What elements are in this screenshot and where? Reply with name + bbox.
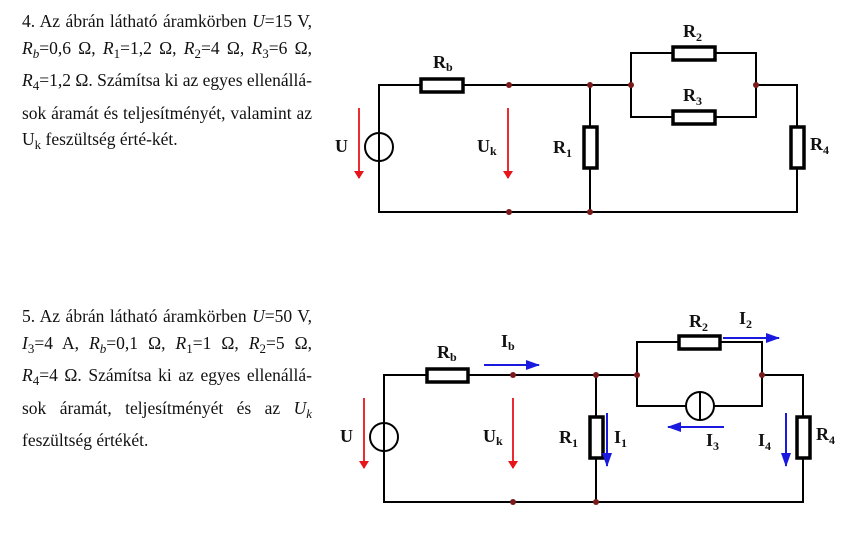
node <box>506 82 512 88</box>
label-i3: I3 <box>706 430 719 453</box>
label-uk: Uk <box>477 136 497 158</box>
label-u: U <box>340 426 353 446</box>
resistor-rb <box>419 77 465 94</box>
resistor-r1 <box>588 415 605 460</box>
node <box>753 82 759 88</box>
resistor-r3 <box>671 109 717 126</box>
resistor-r4 <box>789 125 806 170</box>
param-r4: R4=1,2 Ω. <box>22 70 93 93</box>
param-r1: R1=1,2 Ω, <box>102 37 177 61</box>
label-rb: Rb <box>437 342 457 364</box>
circuit-5: U Uk Rb Ib R1 I1 R2 I2 I3 I4 R4 <box>340 308 835 505</box>
task-text-end: feszültség érté-két. <box>45 129 178 149</box>
param-r3: R3=6 Ω, <box>251 37 313 61</box>
label-u: U <box>335 136 348 156</box>
resistor-r1 <box>582 125 599 170</box>
problem-intro: Az ábrán látható áramkörben <box>39 11 247 31</box>
label-r4: R4 <box>810 134 829 157</box>
resistor-r4 <box>795 415 812 460</box>
param-i3: I3=4 A, <box>22 332 80 356</box>
label-r2: R2 <box>683 21 702 44</box>
problem-number: 4. <box>22 11 36 31</box>
label-i2: I2 <box>739 308 752 331</box>
current-source-i3 <box>685 391 715 421</box>
resistor-r2 <box>677 334 722 351</box>
task-text: Számítsa ki az egyes ellenállá-sok áramá… <box>22 365 313 418</box>
label-i4: I4 <box>758 430 771 453</box>
node <box>593 499 599 505</box>
task-text: Számítsa ki az egyes ellenállá-sok áramá… <box>22 70 313 123</box>
node <box>759 372 765 378</box>
label-r4: R4 <box>816 424 835 447</box>
label-ib: Ib <box>501 331 515 353</box>
label-r1: R1 <box>553 137 572 160</box>
label-uk: Uk <box>483 426 503 448</box>
task-text-end: feszültség értékét. <box>22 430 149 450</box>
node <box>587 209 593 215</box>
param-u: U=50 V, <box>252 306 312 326</box>
node <box>634 372 640 378</box>
node <box>593 372 599 378</box>
param-r2: R2=5 Ω, <box>248 332 313 356</box>
circuit-4: U Uk Rb R1 R2 R3 R4 <box>335 21 829 215</box>
resistor-r2 <box>671 45 717 62</box>
param-rb: Rb=0,6 Ω, <box>22 37 96 61</box>
node <box>510 499 516 505</box>
problem-5-text: 5. Az ábrán látható áramkörben U=50 V, I… <box>22 303 312 454</box>
label-rb: Rb <box>433 52 453 74</box>
node <box>510 372 516 378</box>
problem-intro: Az ábrán látható áramkörben <box>39 306 247 326</box>
param-rb: Rb=0,1 Ω, <box>89 332 166 356</box>
param-r1: R1=1 Ω, <box>175 332 239 356</box>
label-r3: R3 <box>683 85 702 108</box>
uk-symbol: Uk <box>293 397 312 421</box>
param-u: U=15 V, <box>252 11 312 31</box>
node <box>628 82 634 88</box>
voltage-source-u <box>364 132 394 162</box>
param-r2: R2=4 Ω, <box>183 37 245 61</box>
label-r2: R2 <box>689 311 708 334</box>
problem-4-text: 4. Az ábrán látható áramkörben U=15 V, R… <box>22 8 312 159</box>
voltage-source-u <box>369 422 399 452</box>
node <box>587 82 593 88</box>
uk-symbol: Uk <box>22 129 42 152</box>
label-r1: R1 <box>559 427 578 450</box>
problem-number: 5. <box>22 306 36 326</box>
param-r4: R4=4 Ω. <box>22 365 82 388</box>
node <box>506 209 512 215</box>
resistor-rb <box>425 367 470 384</box>
label-i1: I1 <box>614 427 627 450</box>
